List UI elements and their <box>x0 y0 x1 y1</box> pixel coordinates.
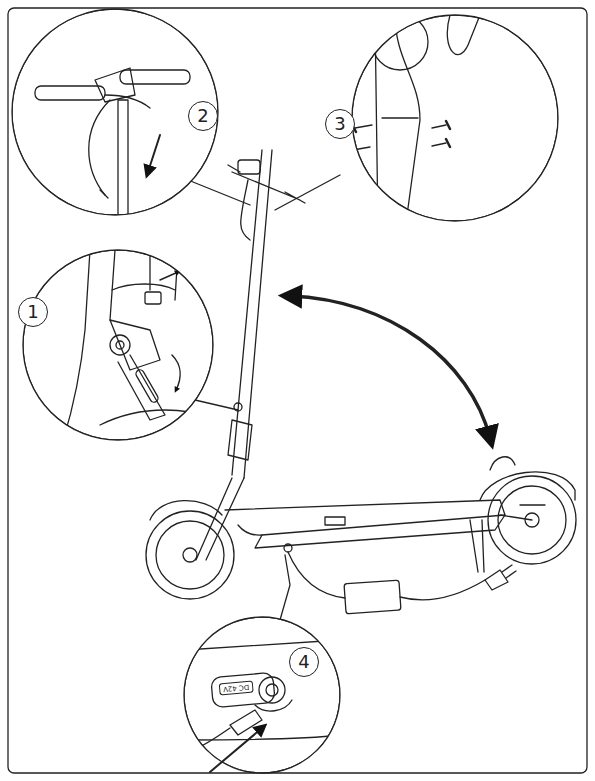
charger <box>288 552 516 614</box>
callout-number: 1 <box>27 303 38 321</box>
scooter <box>146 150 576 599</box>
insert-arrow <box>210 728 262 772</box>
callout-number: 3 <box>334 115 345 133</box>
inset-brake <box>12 9 218 220</box>
inset-screws <box>350 14 558 230</box>
fold-arrow <box>290 296 490 438</box>
callout-circle: 1 <box>18 297 48 327</box>
callout-number: 2 <box>197 107 208 125</box>
inset-latch <box>23 250 230 450</box>
frame <box>8 8 587 773</box>
callout-circle: 4 <box>289 647 319 677</box>
callout-number: 4 <box>298 653 309 671</box>
callout-circle: 3 <box>325 109 355 139</box>
callout-circle: 2 <box>188 101 218 131</box>
inset-charge-port <box>184 617 340 773</box>
